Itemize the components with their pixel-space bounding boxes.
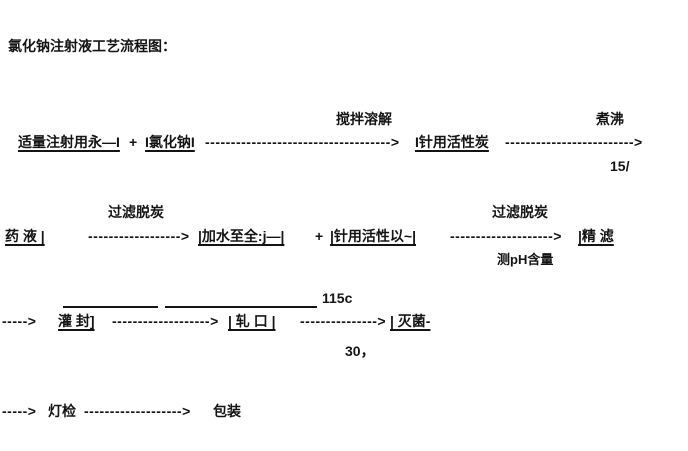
dashed-arrow-to-sterilize: --------------->: [300, 313, 387, 329]
node-packing: 包装: [213, 403, 241, 419]
dashed-arrow-to-capping: ------------------->: [112, 313, 219, 329]
node-fine-filtration: |精 滤: [578, 228, 614, 244]
page-title: 氯化钠注射液工艺流程图：: [8, 38, 176, 54]
label-temperature: 115c: [322, 290, 353, 306]
label-boil: 煮沸: [596, 111, 624, 127]
rule-line-2: [165, 306, 317, 308]
dashed-arrow-in-4: ----->: [2, 403, 37, 419]
label-time: 30，: [345, 343, 375, 359]
dashed-arrow-in-3: ----->: [2, 313, 37, 329]
dashed-arrow-to-packing: ------------------->: [84, 403, 191, 419]
node-activated-carbon-1: I针用活性炭: [415, 134, 489, 150]
label-stir-dissolve: 搅拌溶解: [336, 111, 392, 127]
node-sodium-chloride: I氯化钠I: [145, 134, 195, 150]
rule-line-1: [63, 306, 158, 308]
node-add-water-to-full: |加水至全:j—|: [198, 228, 285, 244]
label-measure-ph: 测pH含量: [497, 252, 554, 267]
node-capping: | 轧 口 |: [228, 313, 276, 329]
node-activated-carbon-2: |针用活性以~|: [330, 228, 417, 244]
node-injection-water: 适量注射用永—I: [18, 134, 120, 150]
label-filter-decarbon-1: 过滤脱炭: [108, 204, 164, 220]
node-sterilization: | 灭菌-: [390, 313, 431, 329]
node-drug-liquid: 药 液 |: [5, 228, 45, 244]
plus-sign-1: +: [129, 134, 138, 150]
dashed-arrow-dissolve: ------------------------------------>: [205, 134, 400, 150]
label-boil-sub: 15/: [610, 158, 630, 174]
label-filter-decarbon-2: 过滤脱炭: [492, 204, 548, 220]
node-lamp-inspection: 灯检: [48, 403, 76, 419]
plus-sign-2: +: [315, 228, 324, 244]
dashed-arrow-boil: ------------------------->: [505, 134, 643, 150]
dashed-arrow-filter-2: -------------------->: [450, 228, 562, 244]
node-filling-sealing: 灌 封]: [58, 313, 95, 329]
dashed-arrow-filter-1: ------------------>: [88, 228, 190, 244]
